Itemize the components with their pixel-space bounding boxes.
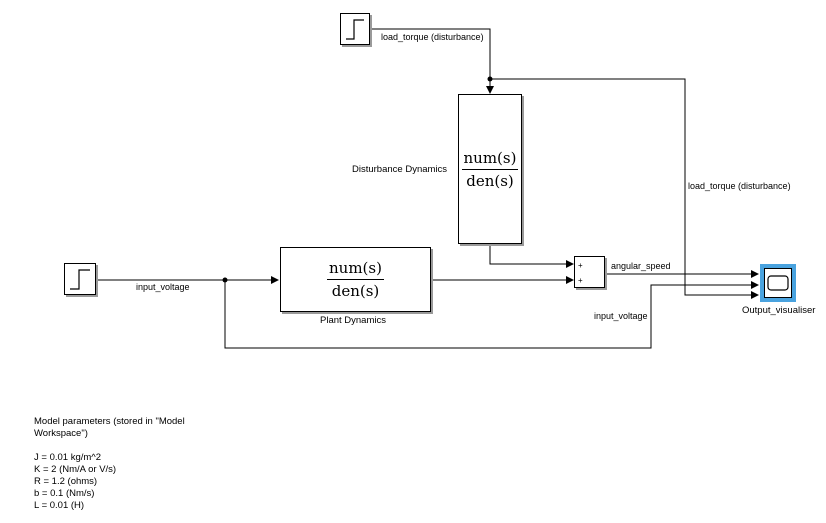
scope-block[interactable] [760,264,796,302]
annotation-param: K = 2 (Nm/A or V/s) [34,464,117,475]
step-block-input[interactable] [64,263,96,295]
signal-label-angular-speed[interactable]: angular_speed [611,261,671,271]
signal-label-input-voltage[interactable]: input_voltage [594,311,648,321]
tf-denominator: den(s) [466,171,514,190]
annotation-param: L = 0.01 (H) [34,500,85,511]
tf-numerator: num(s) [461,149,519,170]
annotation-param: b = 0.1 (Nm/s) [34,488,95,499]
scope-name: Output_visualiser [742,305,816,316]
sum-sign-1: + [578,261,583,270]
signal-label-load-torque[interactable]: load_torque (disturbance) [381,32,484,42]
plant-tf-name: Plant Dynamics [320,315,386,326]
branch-point [222,277,228,283]
sum-block[interactable]: + + [574,256,605,288]
step-icon [346,19,364,40]
wire-load-torque-branch [490,78,759,299]
scope-icon [767,275,789,291]
tf-numerator: num(s) [327,259,384,280]
tf-denominator: den(s) [331,282,380,300]
disturbance-transfer-fcn[interactable]: num(s) den(s) [458,94,522,244]
branch-point [487,76,493,82]
signal-label-load-torque[interactable]: load_torque (disturbance) [688,181,791,191]
signal-label-input-voltage[interactable]: input_voltage [136,282,190,292]
plant-transfer-fcn[interactable]: num(s) den(s) [280,247,431,312]
disturbance-tf-name: Disturbance Dynamics [352,164,448,175]
wire-input-voltage-branch [224,280,759,349]
wire-disturbance-out [489,244,574,268]
step-block-disturbance[interactable] [340,13,370,45]
annotation-title: Model parameters (stored in "Model Works… [34,416,185,439]
annotation-param: R = 1.2 (ohms) [34,476,98,487]
model-parameters-annotation[interactable]: Model parameters (stored in "Model Works… [34,416,204,512]
annotation-param: J = 0.01 kg/m^2 [34,452,102,463]
step-icon [70,269,90,290]
sum-sign-2: + [578,276,583,285]
wire-load-torque [370,28,494,94]
